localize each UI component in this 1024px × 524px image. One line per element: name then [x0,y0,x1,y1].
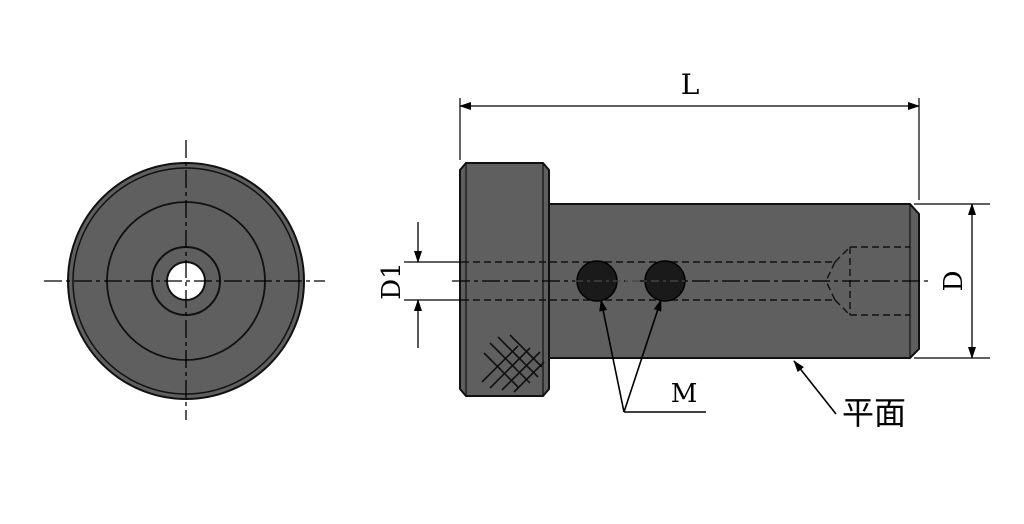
end-view [44,140,325,420]
leader-screw-holes: M [599,299,706,413]
label-length: L [681,68,700,101]
knurl-pattern [481,334,545,393]
dimension-inner-diameter: D1 [377,222,462,348]
dimension-diameter: D [914,203,990,359]
label-diameter: D [939,271,969,292]
bore-hidden-lines [462,246,910,316]
side-view [452,162,930,397]
label-inner-diameter: D1 [377,262,407,299]
leader-flat-face: 平面 [793,360,906,432]
dimension-length: L [459,68,920,200]
label-screw-holes: M [671,379,698,409]
label-flat-face: 平面 [842,394,906,432]
